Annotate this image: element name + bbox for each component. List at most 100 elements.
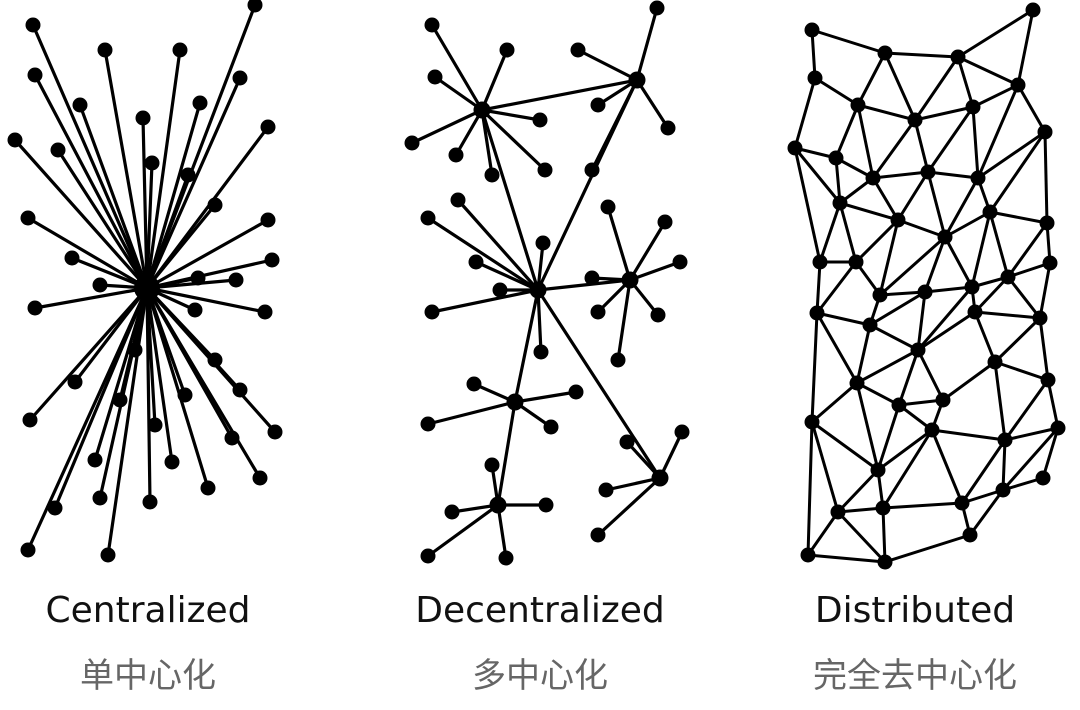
- edge: [145, 286, 152, 504]
- edge: [878, 290, 927, 297]
- edge: [806, 510, 840, 557]
- edge: [943, 176, 980, 239]
- node: [997, 432, 1013, 448]
- node: [537, 162, 553, 178]
- edge: [496, 400, 517, 507]
- edge: [971, 83, 1020, 109]
- node: [917, 284, 933, 300]
- edge: [145, 286, 262, 480]
- edge: [916, 290, 927, 352]
- edge: [818, 201, 842, 264]
- edge: [897, 348, 920, 407]
- node: [877, 554, 893, 570]
- edge: [813, 76, 860, 107]
- node: [628, 71, 646, 89]
- decentralized-label-zh: 多中心化: [472, 656, 608, 696]
- node: [533, 344, 549, 360]
- edge: [806, 553, 887, 564]
- node: [100, 547, 116, 563]
- node: [267, 424, 283, 440]
- edge: [1038, 261, 1052, 320]
- node: [935, 392, 951, 408]
- edge: [956, 8, 1035, 59]
- edge: [968, 488, 1005, 537]
- node: [187, 302, 203, 318]
- node: [1025, 2, 1041, 18]
- node: [420, 210, 436, 226]
- edge: [855, 323, 872, 385]
- node: [180, 167, 196, 183]
- edge: [1016, 8, 1035, 87]
- edge: [926, 170, 980, 180]
- edge: [941, 360, 997, 402]
- node: [995, 482, 1011, 498]
- edge: [876, 428, 934, 472]
- node: [848, 254, 864, 270]
- node: [190, 270, 206, 286]
- edge: [993, 360, 1007, 442]
- edge: [810, 381, 859, 424]
- edge: [426, 503, 500, 558]
- edge: [1043, 130, 1049, 225]
- node: [420, 548, 436, 564]
- edge: [855, 381, 880, 472]
- node: [590, 97, 606, 113]
- edge: [426, 216, 540, 292]
- edge: [993, 360, 1050, 382]
- edge: [628, 220, 667, 282]
- node: [907, 112, 923, 128]
- node: [448, 147, 464, 163]
- node: [224, 430, 240, 446]
- distributed-label-zh: 完全去中心化: [813, 656, 1017, 696]
- edge: [513, 288, 540, 404]
- edge: [628, 260, 682, 282]
- edge: [896, 170, 930, 222]
- node: [27, 300, 43, 316]
- node: [50, 142, 66, 158]
- node: [135, 110, 151, 126]
- node: [832, 195, 848, 211]
- edge: [1001, 426, 1060, 492]
- edge: [496, 503, 508, 560]
- node: [807, 70, 823, 86]
- node: [962, 527, 978, 543]
- node: [872, 287, 888, 303]
- edge: [145, 101, 202, 290]
- node: [257, 304, 273, 320]
- edge: [871, 118, 917, 180]
- node: [450, 192, 466, 208]
- node: [657, 214, 673, 230]
- edge: [430, 23, 484, 112]
- edge: [606, 205, 632, 282]
- distributed-label: Distributed: [814, 590, 1016, 631]
- node: [877, 45, 893, 61]
- node: [264, 252, 280, 268]
- node: [804, 414, 820, 430]
- edge: [145, 173, 190, 290]
- edge: [838, 201, 858, 264]
- edge: [836, 468, 880, 514]
- edge: [810, 420, 840, 514]
- edge: [896, 218, 947, 239]
- node: [865, 170, 881, 186]
- node: [252, 470, 268, 486]
- edge: [141, 116, 149, 290]
- edge: [815, 260, 858, 315]
- node: [498, 550, 514, 566]
- edge: [145, 286, 174, 464]
- edge: [883, 51, 960, 59]
- node: [890, 212, 906, 228]
- edge: [810, 28, 887, 55]
- node: [1035, 470, 1051, 486]
- edge: [960, 438, 1007, 505]
- edge: [145, 258, 274, 290]
- node: [468, 254, 484, 270]
- node: [584, 162, 600, 178]
- node: [424, 17, 440, 33]
- node: [649, 0, 665, 16]
- node: [568, 384, 584, 400]
- node: [672, 254, 688, 270]
- node: [584, 270, 600, 286]
- edge: [881, 501, 964, 510]
- edge: [635, 78, 670, 130]
